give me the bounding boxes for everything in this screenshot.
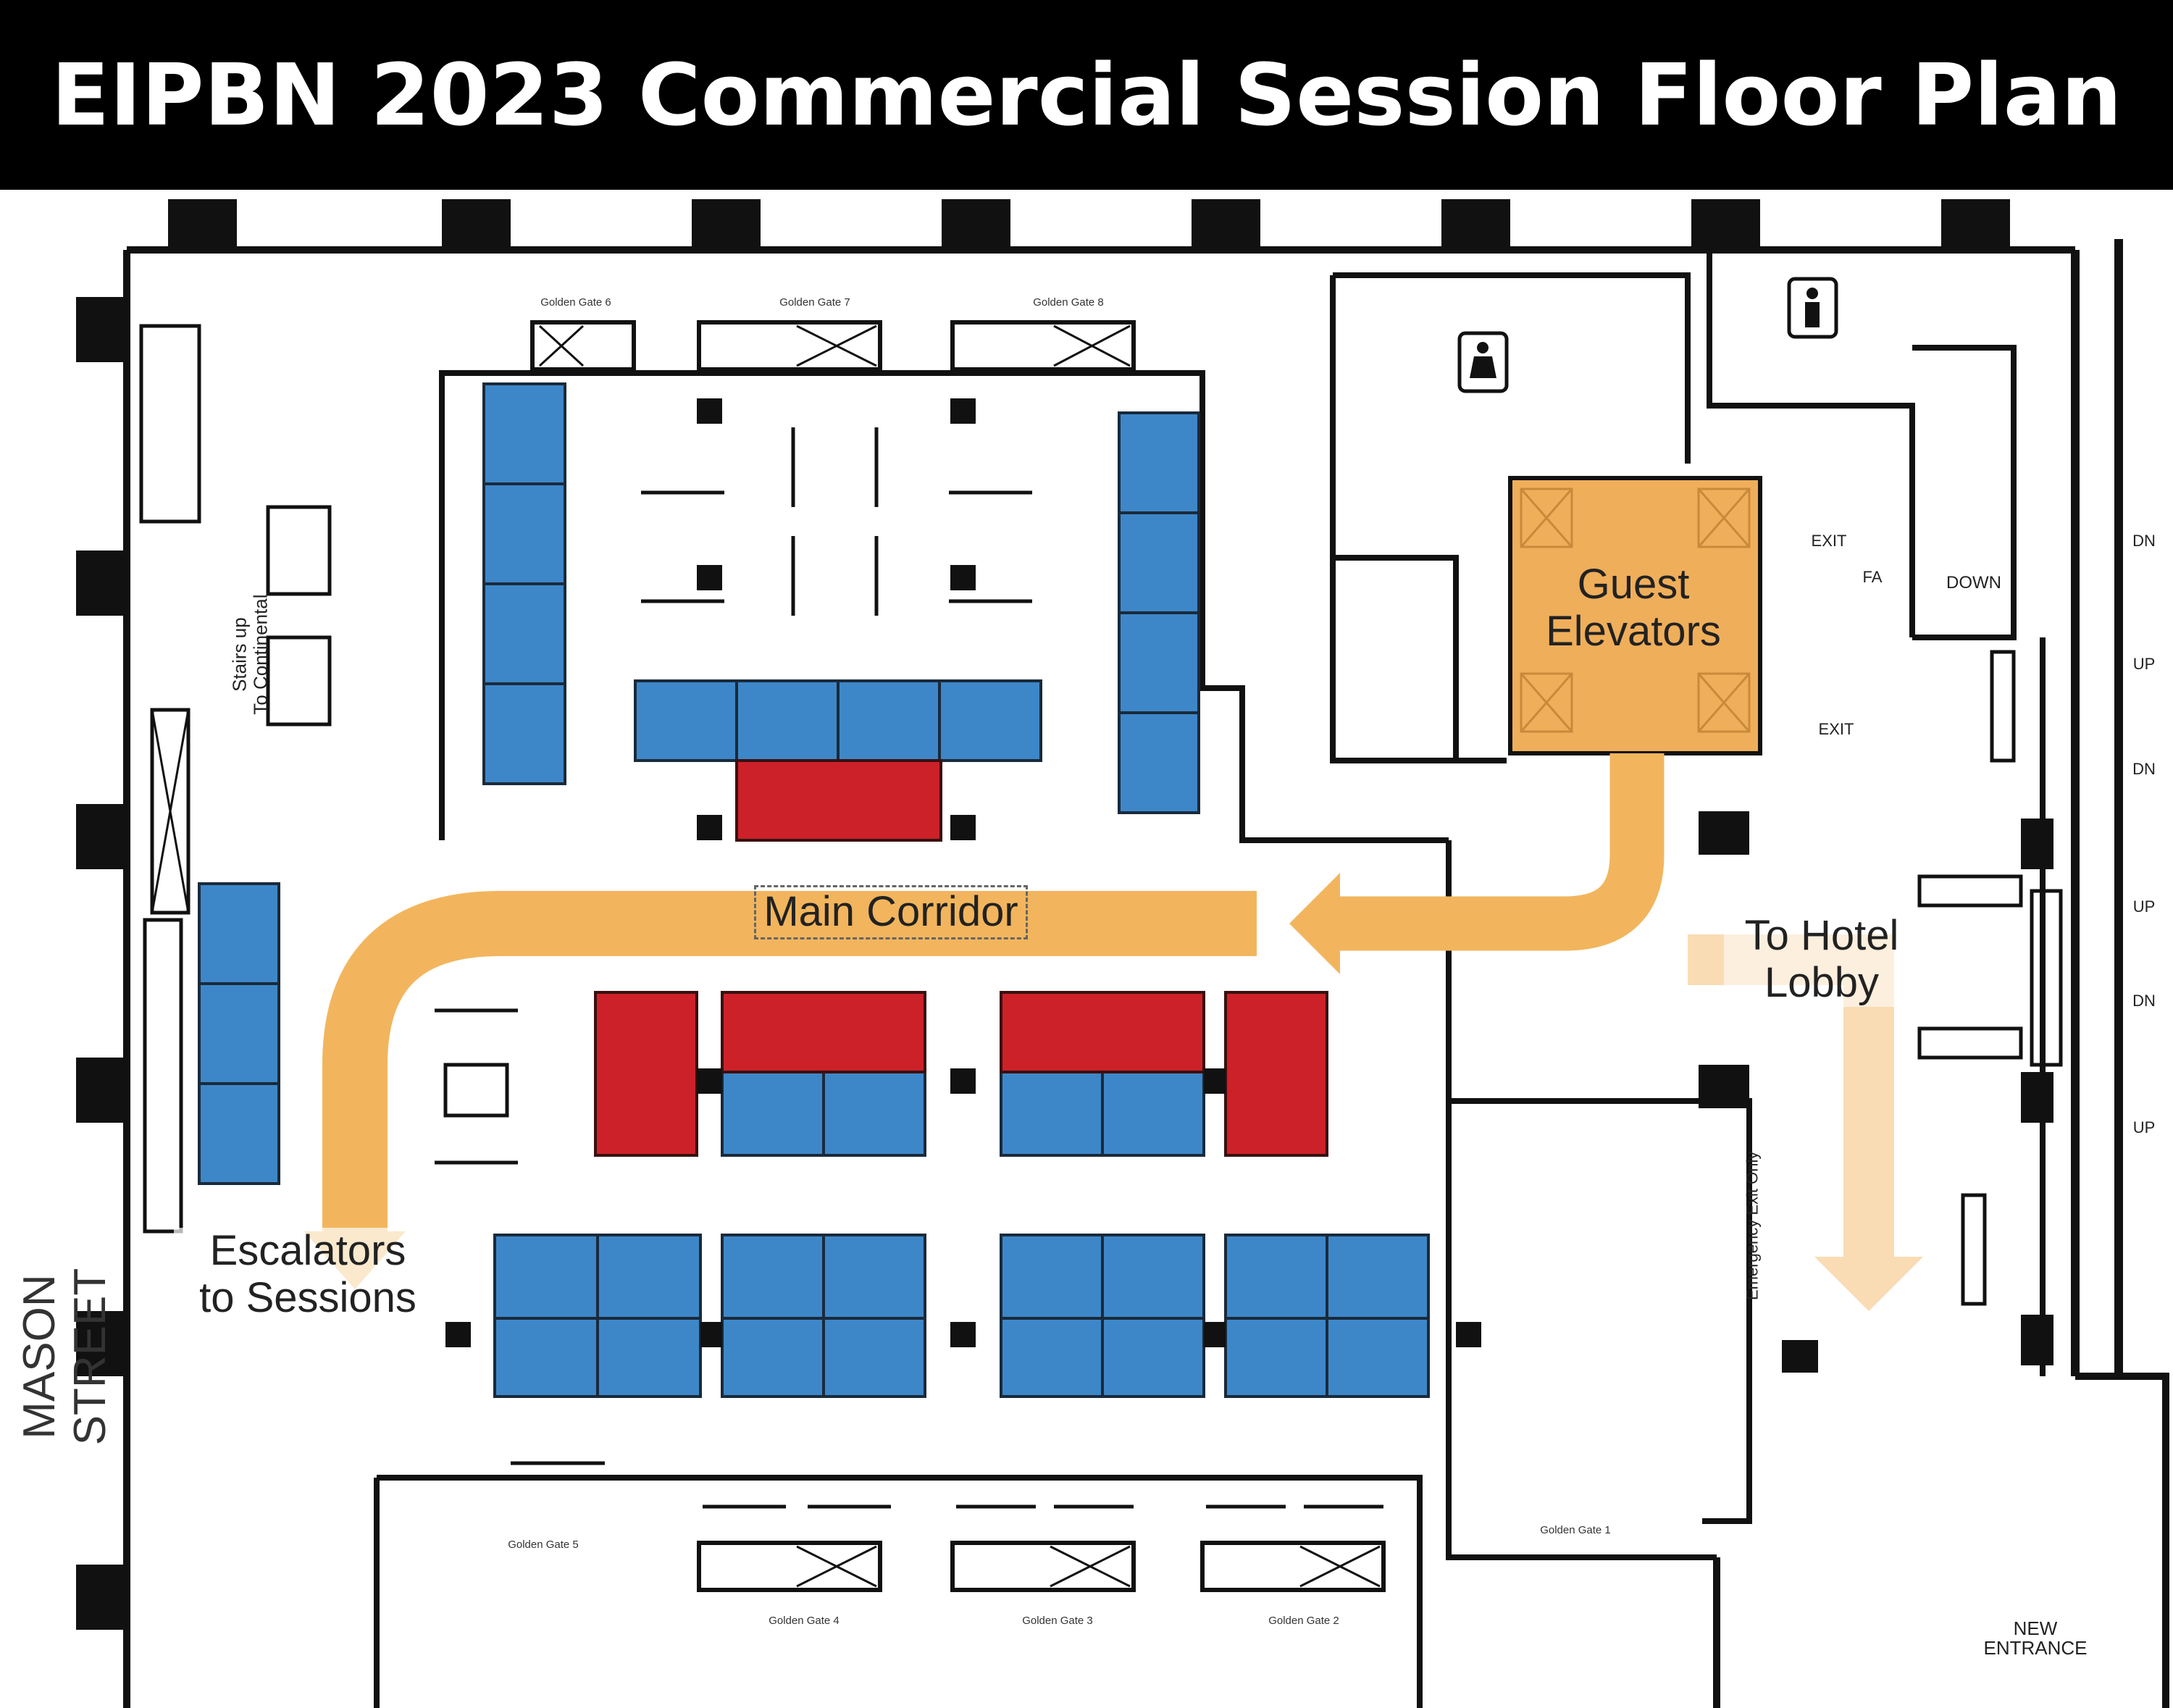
booth — [1000, 1317, 1104, 1398]
booth — [596, 1234, 702, 1320]
hall-columns — [445, 398, 2053, 1373]
tables-top — [641, 427, 1032, 616]
booth — [837, 679, 941, 762]
booth — [1326, 1234, 1430, 1320]
guest-elevators-label: Guest Elevators — [1546, 561, 1721, 655]
booth — [721, 991, 926, 1073]
booth — [198, 882, 280, 985]
exit-label-bottom: EXIT — [1818, 720, 1854, 738]
booth — [482, 382, 566, 485]
booth — [735, 759, 942, 842]
restroom-men-icon — [1787, 277, 1838, 339]
up-label-1: UP — [2132, 655, 2156, 673]
booth — [1101, 1071, 1205, 1157]
booth — [1000, 991, 1205, 1073]
up-label-2: UP — [2132, 897, 2156, 916]
dn-label-1: DN — [2132, 532, 2156, 550]
booth-connectors — [697, 1068, 1226, 1347]
booth — [198, 982, 280, 1085]
booth — [1000, 1234, 1104, 1320]
top-pillars — [168, 199, 2010, 250]
elevator-car-marks — [1520, 487, 1751, 733]
to-hotel-lobby-label: To Hotel Lobby — [1724, 912, 1919, 1007]
booth — [482, 482, 566, 585]
page-title: EIPBN 2023 Commercial Session Floor Plan — [51, 45, 2122, 145]
golden-gate-5-label: Golden Gate 5 — [508, 1539, 579, 1551]
down-label: DOWN — [1946, 573, 2001, 593]
mason-street-label: MASON STREET — [14, 1268, 115, 1446]
booth — [735, 679, 840, 762]
booth — [721, 1234, 825, 1320]
booth — [1118, 411, 1200, 514]
booth — [1224, 1234, 1328, 1320]
booth — [482, 582, 566, 685]
golden-gate-1-label: Golden Gate 1 — [1540, 1524, 1611, 1536]
golden-gate-6-label: Golden Gate 6 — [540, 296, 611, 309]
emergency-exit-label: Emergency Exit Only — [1743, 1151, 1762, 1301]
left-pillars — [76, 297, 127, 1630]
golden-gate-4-label: Golden Gate 4 — [769, 1615, 840, 1627]
dn-label-2: DN — [2132, 760, 2156, 778]
golden-gate-bottom-doors — [697, 1541, 1386, 1592]
interior-walls — [374, 250, 2046, 1708]
golden-gate-7-label: Golden Gate 7 — [779, 296, 850, 309]
booth — [721, 1317, 825, 1398]
booth — [1118, 711, 1200, 814]
booth — [822, 1317, 926, 1398]
booths-blue — [198, 382, 1430, 1398]
golden-gate-3-label: Golden Gate 3 — [1022, 1615, 1093, 1627]
booth — [822, 1071, 926, 1157]
golden-gate-top-doors — [530, 320, 1136, 372]
booth — [1101, 1234, 1205, 1320]
booth — [1118, 511, 1200, 614]
title-bar: EIPBN 2023 Commercial Session Floor Plan — [0, 0, 2173, 190]
fa-label: FA — [1862, 568, 1883, 586]
booth — [634, 679, 738, 762]
booth — [1326, 1317, 1430, 1398]
booth — [1224, 991, 1328, 1157]
right-elevator-banks — [1917, 650, 2063, 1306]
booth — [938, 679, 1042, 762]
golden-gate-2-label: Golden Gate 2 — [1268, 1615, 1339, 1627]
booth — [822, 1234, 926, 1320]
escalators-label: Escalators to Sessions — [174, 1227, 442, 1322]
booth — [482, 682, 566, 785]
booth — [493, 1234, 599, 1320]
lobby-arrowhead-down — [1814, 1257, 1923, 1311]
booth — [721, 1071, 825, 1157]
booth — [493, 1317, 599, 1398]
new-entrance-label: NEW ENTRANCE — [1983, 1617, 2088, 1659]
left-stairs — [139, 324, 332, 1234]
booth — [596, 1317, 702, 1398]
booth — [1224, 1317, 1328, 1398]
golden-gate-8-label: Golden Gate 8 — [1033, 296, 1104, 309]
restroom-women-icon — [1457, 331, 1509, 393]
tables-bottom — [435, 1008, 1383, 1509]
stairs-label: Stairs up To Continental — [228, 594, 271, 715]
booth — [1000, 1071, 1104, 1157]
booths-red — [594, 759, 1328, 1157]
corridor-arrowhead-left — [1289, 873, 1340, 974]
booth — [594, 991, 698, 1157]
booth — [1101, 1317, 1205, 1398]
up-label-3: UP — [2132, 1118, 2156, 1136]
booth — [198, 1082, 280, 1185]
booth — [1118, 611, 1200, 714]
exit-label-top: EXIT — [1811, 532, 1847, 550]
outer-walls — [123, 239, 2169, 1708]
main-corridor-label: Main Corridor — [739, 885, 1043, 939]
dn-label-3: DN — [2132, 992, 2156, 1010]
